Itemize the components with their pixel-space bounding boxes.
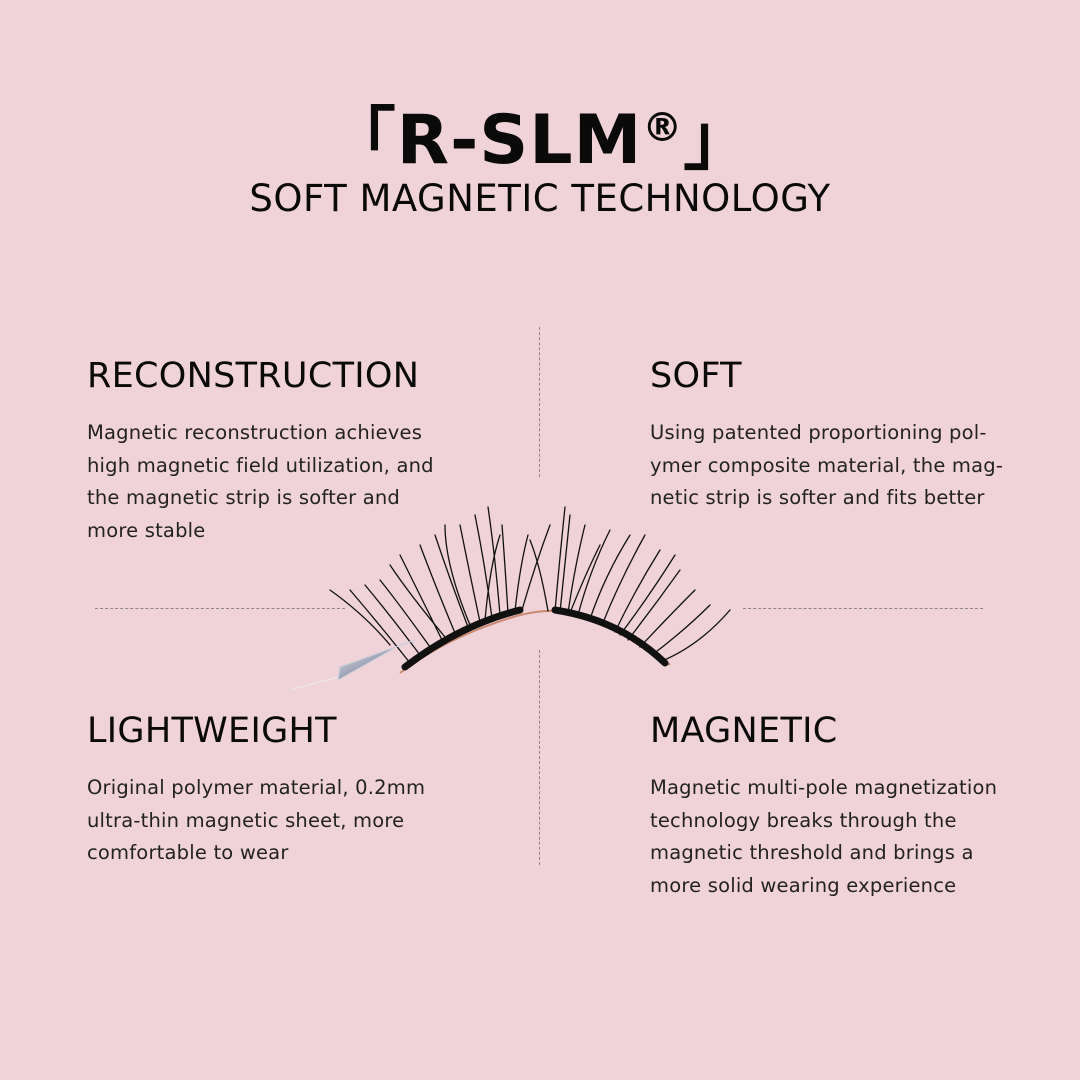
feature-description: Original polymer material, 0.2mm ultra-t… [87, 776, 426, 864]
bracket-close: 」 [683, 101, 753, 180]
feature-title: LIGHTWEIGHT [87, 711, 337, 751]
feature-magnetic: MAGNETIC Magnetic multi-pole magnetizati… [650, 710, 1030, 902]
horizontal-divider-right [743, 608, 983, 609]
feature-title: RECONSTRUCTION [87, 356, 420, 396]
feature-lightweight: LIGHTWEIGHT Original polymer material, 0… [87, 710, 467, 870]
registered-mark: ® [642, 105, 684, 151]
bracket-open: 「 [327, 101, 397, 180]
brand-name: R-SLM [396, 101, 643, 180]
feature-description: Magnetic reconstruction achieves high ma… [87, 421, 434, 542]
magnetic-eyelash-image [289, 506, 731, 691]
feature-reconstruction: RECONSTRUCTION Magnetic reconstruction a… [87, 355, 467, 547]
vertical-divider-bottom [539, 650, 540, 865]
feature-title: SOFT [650, 356, 742, 396]
feature-soft: SOFT Using patented proportioning pol-ym… [650, 355, 1030, 515]
subtitle: SOFT MAGNETIC TECHNOLOGY [249, 177, 831, 220]
vertical-divider-top [539, 327, 540, 477]
brand-title: 「R-SLM®」 [0, 88, 1080, 181]
horizontal-divider-left [95, 608, 345, 609]
feature-title: MAGNETIC [650, 711, 838, 751]
feature-description: Using patented proportioning pol-ymer co… [650, 421, 1004, 509]
feature-description: Magnetic multi-pole magnetization techno… [650, 776, 998, 897]
